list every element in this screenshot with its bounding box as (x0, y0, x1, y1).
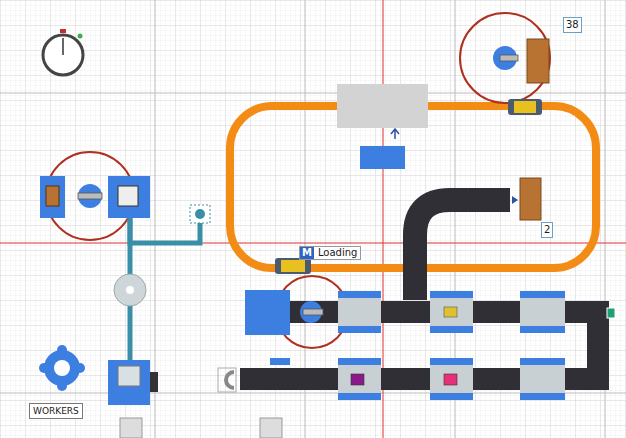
fluid-source (195, 209, 205, 219)
curved-conveyor (415, 200, 510, 300)
mode-badge: M (300, 247, 314, 259)
sink-rack (520, 178, 541, 220)
robot-cell (245, 276, 348, 348)
dispatcher-label: WORKERS (29, 403, 83, 419)
transporter (275, 258, 311, 274)
direction-arrow (512, 196, 518, 204)
clock (43, 29, 83, 75)
label-text: Loading (318, 247, 357, 259)
direction-arrow (391, 129, 399, 139)
dispatcher-icon (39, 345, 85, 391)
transporter (508, 99, 542, 115)
counter-label: 2 (541, 222, 553, 238)
photo-eye-station (270, 291, 565, 400)
mixer-tank (126, 286, 134, 294)
processor (108, 360, 150, 405)
source (218, 368, 236, 392)
source (226, 372, 234, 388)
label-text: 38 (566, 19, 579, 31)
label-text: 2 (544, 224, 550, 236)
queue-area (337, 84, 428, 128)
processor (150, 372, 158, 392)
status-label: M Loading (299, 246, 361, 260)
flow-item (351, 307, 615, 385)
fluid-source (190, 205, 210, 223)
mixer-tank (114, 274, 146, 306)
counter-label: 38 (563, 17, 582, 33)
robot-cell (40, 152, 150, 240)
robot-cell (460, 13, 550, 103)
processor (118, 366, 140, 386)
destination-pad (360, 146, 405, 169)
partial-object (120, 418, 282, 438)
label-text: WORKERS (33, 405, 79, 417)
